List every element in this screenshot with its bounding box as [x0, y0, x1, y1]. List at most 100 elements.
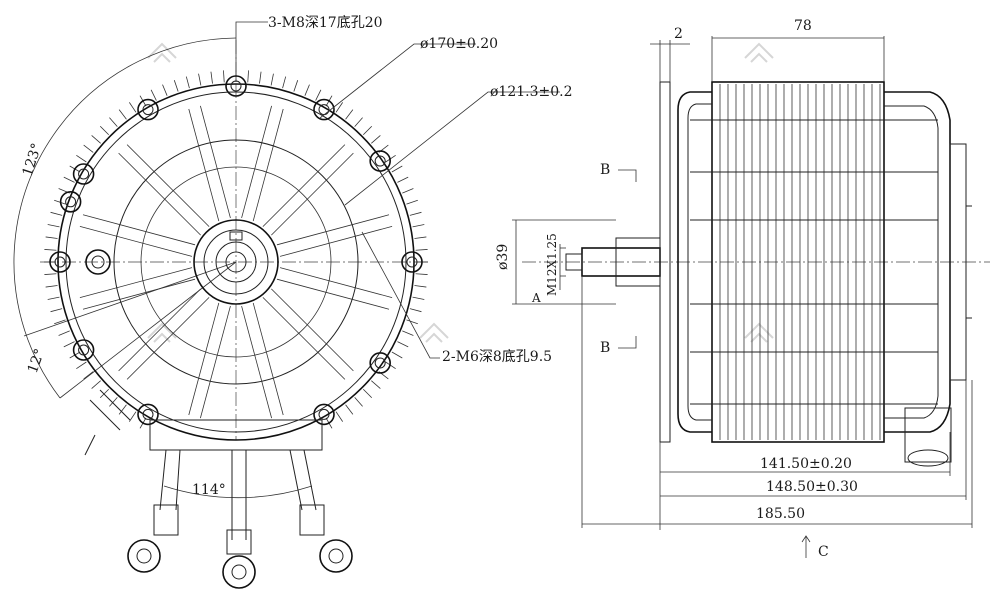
housing-rib-edge	[118, 152, 201, 236]
gland-block	[149, 419, 323, 451]
front-view: 3-M8深17底孔20 ø170±0.20 ø121.3±0.2 2-M6深8底…	[13, 15, 573, 589]
bolt-hole	[374, 155, 386, 167]
cooling-fin	[362, 388, 373, 399]
angle-12-label: 12°	[25, 347, 49, 376]
cooling-fin	[128, 411, 137, 422]
cooling-fin	[63, 341, 75, 348]
side-cable-gland-cap	[907, 449, 949, 467]
housing-rib-edge	[118, 288, 201, 372]
section-b-bottom-label: B	[600, 340, 610, 356]
housing-rib-edge	[126, 297, 210, 380]
angle-114-arc	[163, 485, 313, 499]
housing-rib-edge	[188, 302, 220, 416]
housing-rib-edge	[252, 302, 284, 416]
m6-leader	[361, 231, 440, 359]
cooling-fin	[315, 89, 322, 101]
bolt-boss	[137, 403, 159, 426]
shaft-shoulder	[615, 237, 661, 287]
cooling-fin	[335, 411, 344, 422]
drain-hole-outer	[85, 249, 111, 275]
m6-holes-callout: 2-M6深8底孔9.5	[442, 349, 552, 365]
bolt-boss	[137, 98, 159, 121]
cooling-fin	[270, 73, 274, 86]
cooling-fin	[76, 361, 87, 370]
hub-outer	[193, 219, 279, 305]
housing-rib-edge	[262, 297, 346, 380]
shaft-thread-end	[565, 253, 583, 271]
side-view: B B A ø39 M12X1.25 2 78 141.50±0.20 148.…	[495, 18, 990, 560]
rear-cover	[949, 143, 967, 381]
cooling-fin	[259, 71, 262, 84]
housing-rib-edge	[188, 108, 220, 222]
housing-rib-edge	[279, 267, 393, 299]
cooling-fin	[44, 273, 57, 275]
section-b-bottom-arrow	[618, 336, 637, 349]
cooling-fin	[391, 165, 403, 173]
front-endbell-inner	[687, 103, 712, 421]
m12-thread-label: M12X1.25	[545, 233, 559, 296]
cooling-fin	[58, 330, 70, 336]
cable-3-lead	[289, 449, 303, 511]
cooling-fin	[91, 135, 101, 144]
watermark-marks	[147, 42, 774, 343]
cooling-fin	[282, 76, 287, 89]
cable-glands	[84, 389, 353, 589]
rear-endbell-inner	[884, 105, 939, 419]
housing-rib-edge	[82, 278, 196, 310]
shaft-outer	[215, 241, 257, 283]
housing-rib-edge	[241, 105, 273, 219]
angle-123-label: 123°	[20, 141, 46, 178]
bolt-boss	[72, 163, 95, 185]
housing-rib-edge	[79, 225, 193, 257]
cooling-fin	[109, 397, 118, 407]
cooling-fin	[371, 135, 381, 144]
ring-terminal-2-hole	[231, 564, 247, 580]
bolt-boss	[225, 75, 247, 97]
bolt-hole	[230, 80, 242, 92]
section-b-top-arrow	[618, 169, 637, 182]
bolt-hole	[78, 168, 90, 180]
cooling-fin	[45, 285, 58, 288]
drain-hole-inner	[91, 255, 105, 269]
cooling-fin	[109, 117, 118, 127]
cooling-fin	[345, 109, 354, 120]
housing-rib-edge	[271, 288, 354, 372]
view-c-arrowhead	[801, 535, 811, 543]
cooling-fin	[54, 319, 66, 325]
cooling-fin	[397, 176, 409, 183]
bolt-hole	[54, 256, 66, 268]
section-b-top-label: B	[600, 162, 610, 178]
hub-recess	[140, 166, 332, 358]
cooling-fin	[406, 199, 418, 205]
cable-1-crimp	[153, 504, 179, 536]
cooling-fin	[304, 84, 310, 96]
view-c-label: C	[818, 544, 829, 560]
housing-rib-edge	[279, 225, 393, 257]
cable-1-lead	[159, 449, 167, 511]
cooling-fin	[335, 102, 344, 113]
cooling-fin	[45, 236, 58, 239]
bolt-hole	[65, 196, 77, 208]
cooling-fin	[83, 371, 94, 380]
angle-12-arc	[27, 339, 61, 399]
cooling-fin	[162, 84, 168, 96]
cooling-fin	[118, 404, 127, 415]
housing-rib-edge	[199, 305, 231, 419]
front-endbell	[677, 91, 712, 433]
housing-rib-edge	[252, 108, 284, 222]
cooling-fin	[345, 404, 354, 415]
housing-ribs	[79, 105, 393, 419]
housing-rib-edge	[262, 144, 346, 227]
housing-rib-edge	[82, 214, 196, 246]
stator-stack	[711, 81, 885, 443]
cooling-fin	[185, 76, 190, 89]
side-gland	[84, 389, 131, 456]
cooling-fin	[397, 341, 409, 348]
bolt-hole	[374, 357, 386, 369]
cooling-fin	[293, 80, 299, 92]
bolt-boss	[49, 251, 71, 273]
cooling-fin	[412, 224, 425, 228]
bolt-circle-121	[113, 139, 359, 385]
cooling-fin	[128, 102, 137, 113]
